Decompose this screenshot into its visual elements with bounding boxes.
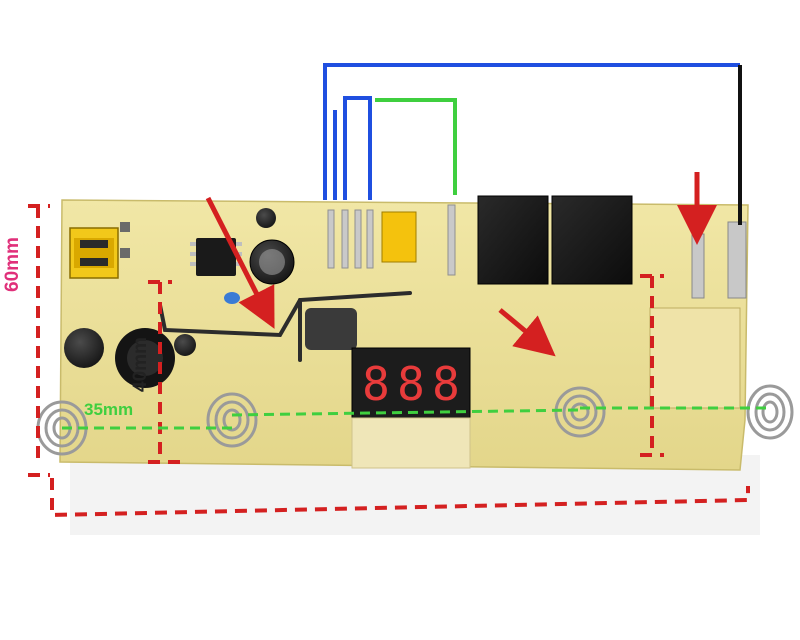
display-digit: 8 <box>362 357 390 411</box>
capacitor-large <box>249 239 295 285</box>
ic-chip <box>190 238 242 276</box>
capacitor-top <box>256 208 276 228</box>
pitch-label: 35mm <box>84 400 134 419</box>
inner-height-label: 40mm <box>130 337 151 392</box>
blue-capacitor <box>224 292 240 304</box>
transformer <box>69 227 119 279</box>
red-arrows <box>205 172 717 357</box>
wire-blue <box>323 63 740 200</box>
display-digit: 8 <box>397 357 425 411</box>
relay-right <box>551 195 633 285</box>
green-dimension <box>62 406 770 430</box>
display-base <box>351 417 471 469</box>
display-digit: 8 <box>432 357 460 411</box>
small-cap <box>120 222 130 232</box>
wire-green <box>375 98 457 195</box>
capacitor-left <box>64 328 104 368</box>
dimension-lines <box>28 204 750 518</box>
relay-left <box>477 195 549 285</box>
spring-contacts <box>36 384 794 456</box>
seven-segment-display <box>351 347 471 419</box>
label-panel <box>649 307 741 409</box>
yellow-capacitor <box>381 211 417 263</box>
terminal-tabs <box>691 221 747 299</box>
header-pins <box>327 204 456 276</box>
height-label: 60mm <box>2 237 23 292</box>
small-cap <box>120 248 130 258</box>
connector-block <box>305 308 357 350</box>
board-traces <box>158 291 412 362</box>
capacitor-small <box>174 334 196 356</box>
